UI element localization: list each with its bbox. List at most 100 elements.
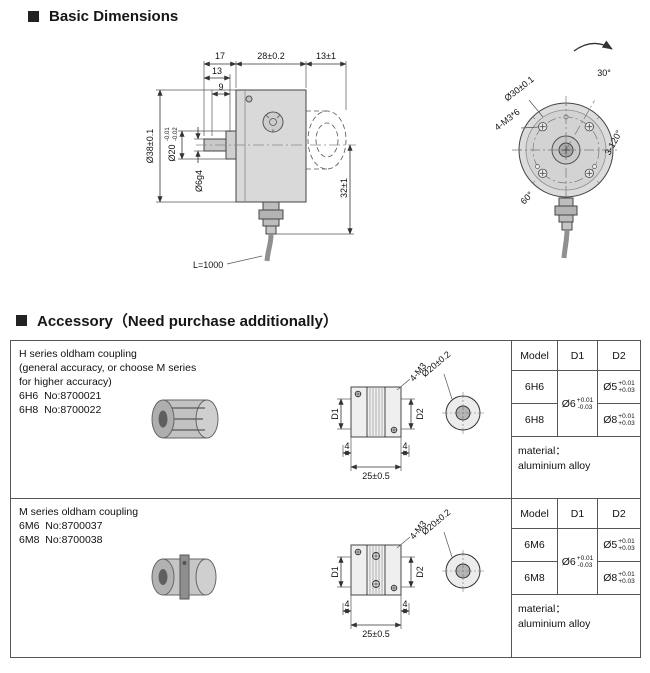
basic-dimensions-drawing: 17 28±0.2 13±1 13 9 Ø38±0.1 Ø20 -0.01 -0… (145, 40, 624, 270)
accessory-table: H series oldham coupling (general accura… (10, 340, 641, 658)
d2-tolerance: +0.01+0.03 (618, 380, 635, 394)
angle-30-label: 30° (597, 68, 611, 78)
dim-d38-label: Ø38±0.1 (145, 129, 155, 163)
d1-base: Ø6 (561, 555, 576, 568)
cable-length-label: L=1000 (193, 260, 223, 270)
d2-tolerance: +0.01+0.03 (618, 413, 635, 427)
dim-d2-label: D2 (415, 566, 425, 578)
encoder-side-view (203, 89, 307, 262)
spec-col-d2: D2 (598, 499, 640, 529)
d2-tolerance: +0.01+0.03 (618, 571, 635, 585)
section-heading-basic-dimensions: Basic Dimensions (28, 8, 178, 25)
desc-line: for higher accuracy) (19, 376, 112, 388)
heading-text: Basic Dimensions (49, 8, 179, 25)
material-value: aluminium alloy (518, 460, 591, 472)
section-heading-accessory: Accessory（Need purchase additionally） (16, 310, 338, 331)
d1-tolerance: +0.01-0.03 (576, 396, 594, 411)
dim-4-left-label: 4 (344, 599, 349, 609)
accessory-drawing-cell: H series oldham coupling (general accura… (11, 341, 511, 498)
spec-col-model: Model (512, 499, 558, 529)
d2-base: Ø5 (603, 539, 618, 551)
dim-d1-label: D1 (330, 408, 340, 420)
d2-tolerance: +0.01+0.03 (618, 538, 635, 552)
dim-d30-label: Ø30±0.1 (502, 74, 535, 103)
spec-model-value: 6M6 (512, 529, 558, 562)
spec-d2-value: Ø5+0.01+0.03 (598, 371, 640, 404)
rotation-arrow (573, 40, 613, 52)
spec-model-value: 6H6 (512, 371, 558, 404)
dim-4-right-label: 4 (402, 441, 407, 451)
spec-col-model: Model (512, 341, 558, 371)
dim-4-right-label: 4 (402, 599, 407, 609)
coupling-photo (151, 399, 219, 439)
coupling-end-view (442, 392, 484, 434)
accessory-description: H series oldham coupling (general accura… (19, 347, 254, 417)
square-bullet-icon (16, 315, 27, 326)
dim-25-label: 25±0.5 (362, 629, 389, 639)
dim-d20-label: Ø20±0.2 (420, 507, 453, 537)
accessory-row-m-series: M series oldham coupling 6M6 No:8700037 … (11, 499, 640, 657)
spec-col-d1: D1 (558, 499, 598, 529)
spec-col-d1: D1 (558, 341, 598, 371)
h-coupling-drawing: D1 D2 4-M3 4 4 25±0.5 Ø20±0.2 (151, 349, 484, 481)
spec-d1-value: Ø6+0.01-0.03 (558, 529, 598, 595)
dim-28-label: 28±0.2 (257, 51, 284, 61)
dimension-lines (157, 61, 353, 235)
accessory-drawing-cell: M series oldham coupling 6M6 No:8700037 … (11, 499, 511, 657)
material-label: material： (518, 603, 566, 615)
spec-d2-value: Ø8+0.01+0.03 (598, 404, 640, 437)
dim-25-label: 25±0.5 (362, 471, 389, 481)
spec-table: Model D1 D2 6H6 Ø6+0.01-0.03 Ø5+0.01+0.0… (512, 341, 640, 498)
dim-d20-tol-lower: -0.02 (173, 127, 179, 141)
material-cell: material： aluminium alloy (512, 437, 640, 498)
dim-d20-tol-upper: -0.01 (165, 127, 171, 141)
dim-d20-label: Ø20±0.2 (420, 349, 453, 379)
coupling-dimension-view (350, 544, 402, 596)
dim-lines (338, 556, 414, 628)
desc-line: (general accuracy, or choose M series (19, 362, 197, 374)
d2-base: Ø8 (603, 414, 618, 426)
accessory-description: M series oldham coupling 6M6 No:8700037 … (19, 505, 254, 547)
spec-d2-value: Ø5+0.01+0.03 (598, 529, 640, 562)
extension-lines (156, 61, 354, 265)
coupling-end-view (442, 550, 484, 592)
accessory-spec-cell: Model D1 D2 6M6 Ø6+0.01-0.03 Ø5+0.01+0.0… (511, 499, 640, 657)
encoder-front-view (512, 40, 620, 259)
d1-base: Ø6 (561, 397, 576, 410)
spec-d2-value: Ø8+0.01+0.03 (598, 562, 640, 595)
dim-32-label: 32±1 (339, 178, 349, 198)
material-value: aluminium alloy (518, 618, 591, 630)
desc-line: 6M6 No:8700037 (19, 520, 103, 532)
desc-line: H series oldham coupling (19, 348, 137, 360)
dim-17-label: 17 (215, 51, 225, 61)
spec-d1-value: Ø6+0.01-0.03 (558, 371, 598, 437)
coupling-dimension-view (350, 386, 402, 438)
dim-d6-label: Ø6g4 (194, 170, 204, 192)
dim-lines (338, 398, 414, 470)
desc-line: M series oldham coupling (19, 506, 139, 518)
accessory-spec-cell: Model D1 D2 6H6 Ø6+0.01-0.03 Ø5+0.01+0.0… (511, 341, 640, 498)
desc-line: 6H6 No:8700021 (19, 390, 102, 402)
angle-60-label: 60° (519, 189, 536, 206)
spec-col-d2: D2 (598, 341, 640, 371)
desc-line: 6M8 No:8700038 (19, 534, 103, 546)
dim-13-1-label: 13±1 (316, 51, 336, 61)
accessory-row-h-series: H series oldham coupling (general accura… (11, 341, 640, 499)
heading-text: Accessory（Need purchase additionally） (37, 313, 338, 330)
square-bullet-icon (28, 11, 39, 22)
d1-tolerance: +0.01-0.03 (576, 554, 594, 569)
spec-table: Model D1 D2 6M6 Ø6+0.01-0.03 Ø5+0.01+0.0… (512, 499, 640, 657)
dim-13-label: 13 (212, 66, 222, 76)
m-coupling-drawing: D1 D2 4-M3 4 4 25±0.5 Ø20±0.2 (151, 507, 484, 639)
dim-d2-label: D2 (415, 408, 425, 420)
coupling-photo (151, 554, 217, 600)
hidden-connector-outline (306, 110, 347, 170)
desc-line: 6H8 No:8700022 (19, 404, 102, 416)
d2-base: Ø8 (603, 572, 618, 584)
d2-base: Ø5 (603, 381, 618, 393)
dim-d1-label: D1 (330, 566, 340, 578)
spec-model-value: 6M8 (512, 562, 558, 595)
dim-9-label: 9 (218, 82, 223, 92)
spec-model-value: 6H8 (512, 404, 558, 437)
dim-4-left-label: 4 (344, 441, 349, 451)
